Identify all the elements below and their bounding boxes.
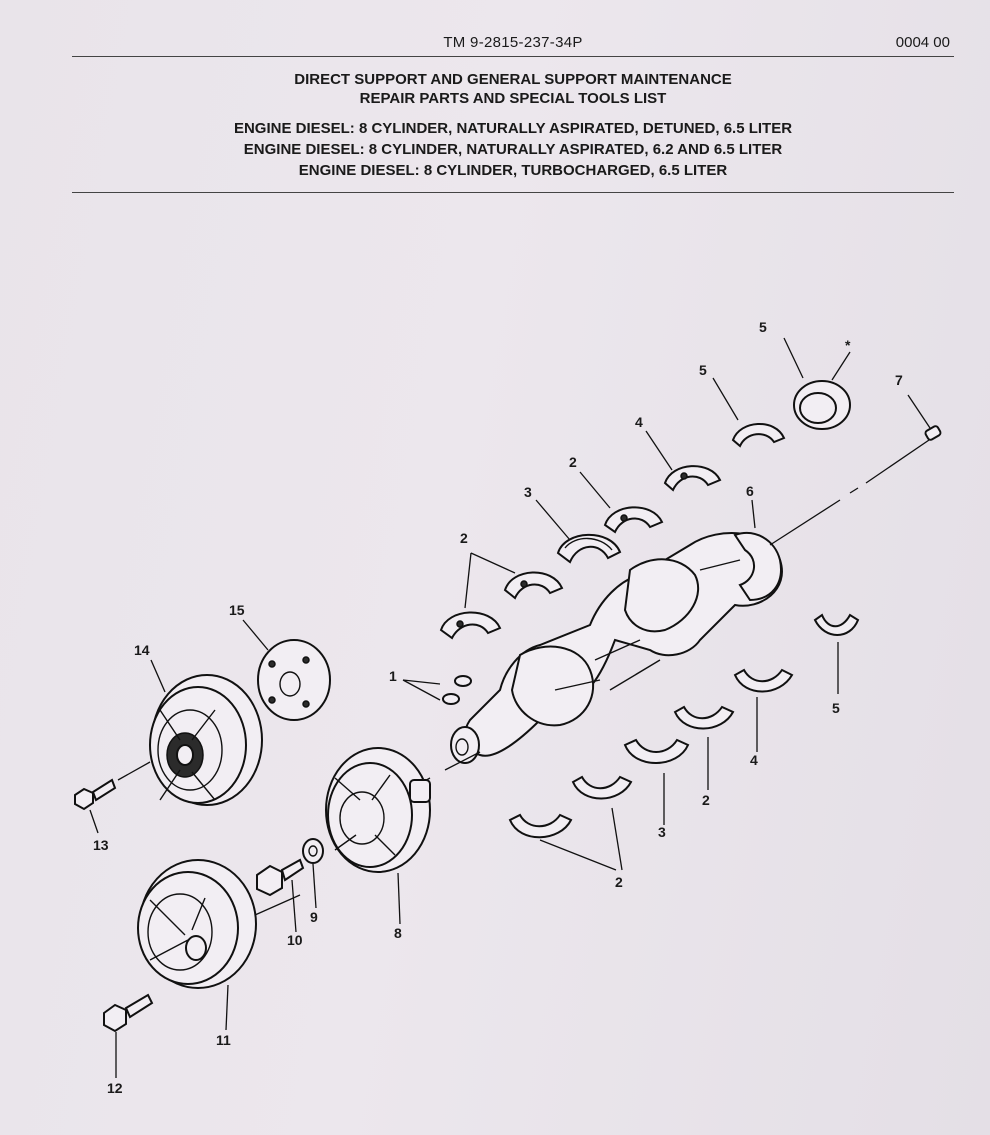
callout-12: 12 (107, 1080, 123, 1096)
leader-lines (89, 337, 931, 1078)
pulley-bolt-drawing (74, 761, 151, 811)
callout-4: 4 (750, 752, 758, 768)
engine-line-1: ENGINE DIESEL: 8 CYLINDER, NATURALLY ASP… (233, 120, 793, 137)
lower-pulley-bolt-drawing (103, 993, 154, 1033)
work-package-number: 0004 00 (895, 34, 950, 51)
callout-11: 11 (216, 1032, 231, 1048)
rear-seal-drawing (793, 380, 851, 430)
callout-2: 2 (615, 874, 623, 890)
callout-3: 3 (658, 824, 666, 840)
engine-line-3: ENGINE DIESEL: 8 CYLINDER, TURBOCHARGED,… (298, 162, 728, 179)
lower-pulley-drawing (137, 859, 301, 989)
callout-1: 1 (389, 668, 397, 684)
callout-3: 3 (524, 484, 532, 500)
crankshaft-drawing (450, 532, 783, 764)
title-block: DIRECT SUPPORT AND GENERAL SUPPORT MAINT… (72, 70, 954, 193)
title-line-1: DIRECT SUPPORT AND GENERAL SUPPORT MAINT… (294, 71, 732, 88)
callout-14: 14 (134, 642, 150, 658)
callout-2: 2 (569, 454, 577, 470)
damper-bolt-drawing (256, 858, 305, 897)
washer-drawing (302, 838, 324, 864)
dowel-pin-drawing (924, 425, 942, 441)
vibration-damper-drawing (325, 747, 431, 873)
callout-2: 2 (460, 530, 468, 546)
callout-5: 5 (759, 319, 767, 335)
callout-star: * (845, 337, 851, 353)
tm-number: TM 9-2815-237-34P (443, 34, 583, 51)
woodruff-keys (442, 675, 472, 705)
callout-2: 2 (702, 792, 710, 808)
callout-9: 9 (310, 909, 318, 925)
callout-5: 5 (832, 700, 840, 716)
callout-labels: 5 * 7 5 4 2 3 6 2 1 15 14 5 4 2 3 2 13 9… (93, 319, 903, 1096)
callout-8: 8 (394, 925, 402, 941)
callout-13: 13 (93, 837, 109, 853)
callout-15: 15 (229, 602, 245, 618)
page-header: TM 9-2815-237-34P 0004 00 (72, 34, 954, 57)
spacer-plate-drawing (257, 639, 331, 721)
callout-5: 5 (699, 362, 707, 378)
callout-7: 7 (895, 372, 903, 388)
upper-pulley-drawing (149, 674, 263, 806)
title-line-2: REPAIR PARTS AND SPECIAL TOOLS LIST (359, 90, 667, 107)
engine-line-2: ENGINE DIESEL: 8 CYLINDER, NATURALLY ASP… (243, 141, 783, 158)
callout-6: 6 (746, 483, 754, 499)
upper-bearings (439, 423, 786, 640)
callout-10: 10 (287, 932, 303, 948)
callout-4: 4 (635, 414, 643, 430)
lower-bearings (508, 613, 860, 839)
